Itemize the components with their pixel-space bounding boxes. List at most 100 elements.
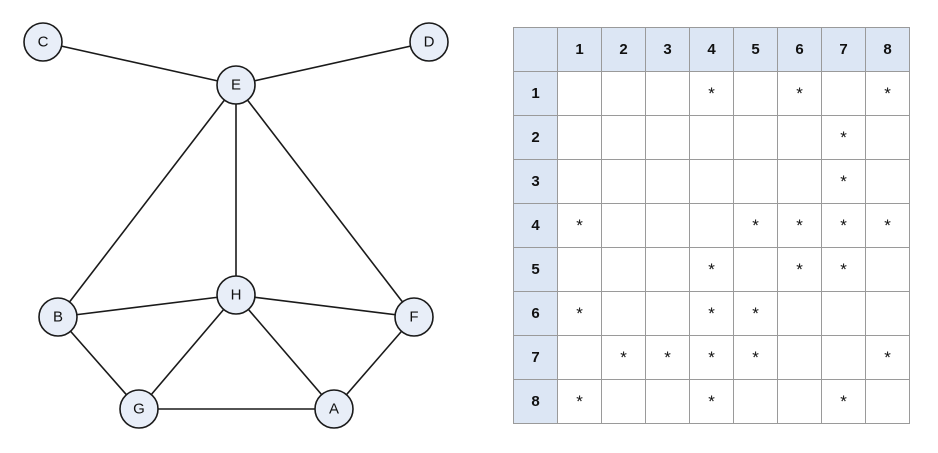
edge-b-g bbox=[57, 316, 140, 410]
matrix-cell bbox=[733, 71, 778, 116]
matrix-cell bbox=[777, 379, 822, 424]
matrix-row: 1*** bbox=[513, 71, 910, 116]
matrix-cell: * bbox=[557, 203, 602, 248]
node-circle bbox=[216, 275, 256, 315]
matrix-row: 5*** bbox=[513, 247, 910, 292]
col-header: 8 bbox=[865, 27, 910, 72]
matrix-cell bbox=[601, 71, 646, 116]
matrix-cell: * bbox=[865, 203, 910, 248]
edge-h-f bbox=[235, 294, 415, 318]
matrix-row: 6*** bbox=[513, 291, 910, 336]
row-header: 1 bbox=[513, 71, 558, 116]
node-label: B bbox=[53, 309, 63, 326]
matrix-cell bbox=[865, 379, 910, 424]
matrix-cell bbox=[821, 335, 866, 380]
matrix-cell bbox=[557, 159, 602, 204]
node-label: A bbox=[329, 401, 339, 418]
matrix-cell bbox=[865, 291, 910, 336]
matrix-row: 3* bbox=[513, 159, 910, 204]
matrix-cell: * bbox=[821, 159, 866, 204]
matrix-row: 7***** bbox=[513, 335, 910, 380]
matrix-row: 8*** bbox=[513, 379, 910, 424]
matrix-cell bbox=[645, 71, 690, 116]
matrix-cell bbox=[777, 335, 822, 380]
matrix-cell bbox=[821, 291, 866, 336]
matrix-cell bbox=[645, 247, 690, 292]
matrix-cell bbox=[733, 247, 778, 292]
matrix-cell: * bbox=[821, 115, 866, 160]
matrix-cell: * bbox=[777, 247, 822, 292]
matrix-cell bbox=[777, 159, 822, 204]
matrix-cell bbox=[821, 71, 866, 116]
node-label: E bbox=[231, 77, 241, 94]
matrix-cell bbox=[689, 159, 734, 204]
matrix-cell: * bbox=[689, 71, 734, 116]
matrix-cell bbox=[733, 115, 778, 160]
matrix-cell bbox=[645, 379, 690, 424]
node-h: H bbox=[216, 275, 256, 315]
corner-cell bbox=[513, 27, 558, 72]
matrix-cell: * bbox=[557, 291, 602, 336]
graph-edges bbox=[42, 41, 430, 410]
matrix-row: 4***** bbox=[513, 203, 910, 248]
matrix-cell: * bbox=[689, 379, 734, 424]
matrix-cell bbox=[689, 115, 734, 160]
matrix-cell: * bbox=[733, 203, 778, 248]
matrix-cell bbox=[865, 247, 910, 292]
node-circle bbox=[38, 297, 78, 337]
row-header: 2 bbox=[513, 115, 558, 160]
row-header: 5 bbox=[513, 247, 558, 292]
matrix-cell bbox=[777, 291, 822, 336]
matrix-cell: * bbox=[601, 335, 646, 380]
matrix-cell bbox=[557, 247, 602, 292]
node-a: A bbox=[314, 389, 354, 429]
col-header: 5 bbox=[733, 27, 778, 72]
col-header: 7 bbox=[821, 27, 866, 72]
row-header: 3 bbox=[513, 159, 558, 204]
node-g: G bbox=[119, 389, 159, 429]
node-circle bbox=[216, 65, 256, 105]
matrix-cell bbox=[865, 115, 910, 160]
node-circle bbox=[409, 22, 449, 62]
node-b: B bbox=[38, 297, 78, 337]
col-header: 6 bbox=[777, 27, 822, 72]
node-circle bbox=[394, 297, 434, 337]
matrix-cell: * bbox=[733, 335, 778, 380]
node-d: D bbox=[409, 22, 449, 62]
edge-e-f bbox=[235, 84, 415, 318]
matrix-cell: * bbox=[557, 379, 602, 424]
matrix-cell bbox=[601, 379, 646, 424]
col-header: 4 bbox=[689, 27, 734, 72]
matrix-cell bbox=[557, 71, 602, 116]
matrix-cell bbox=[689, 203, 734, 248]
node-circle bbox=[314, 389, 354, 429]
edge-e-b bbox=[57, 84, 237, 318]
edge-a-f bbox=[333, 316, 415, 410]
row-header: 6 bbox=[513, 291, 558, 336]
matrix-cell: * bbox=[865, 335, 910, 380]
matrix-cell: * bbox=[733, 291, 778, 336]
col-header: 1 bbox=[557, 27, 602, 72]
node-label: D bbox=[424, 34, 435, 51]
matrix-cell bbox=[733, 159, 778, 204]
matrix-cell bbox=[865, 159, 910, 204]
matrix-cell bbox=[733, 379, 778, 424]
matrix-cell bbox=[601, 291, 646, 336]
edge-c-e bbox=[42, 41, 237, 86]
matrix-cell: * bbox=[689, 291, 734, 336]
matrix-cell bbox=[557, 335, 602, 380]
matrix-cell bbox=[557, 115, 602, 160]
edge-d-e bbox=[235, 41, 430, 86]
matrix-cell bbox=[601, 247, 646, 292]
node-circle bbox=[119, 389, 159, 429]
matrix-cell bbox=[645, 203, 690, 248]
matrix-cell bbox=[645, 115, 690, 160]
node-label: C bbox=[38, 34, 49, 51]
matrix-cell: * bbox=[821, 247, 866, 292]
node-label: G bbox=[133, 401, 145, 418]
matrix-cell bbox=[601, 115, 646, 160]
row-header: 8 bbox=[513, 379, 558, 424]
